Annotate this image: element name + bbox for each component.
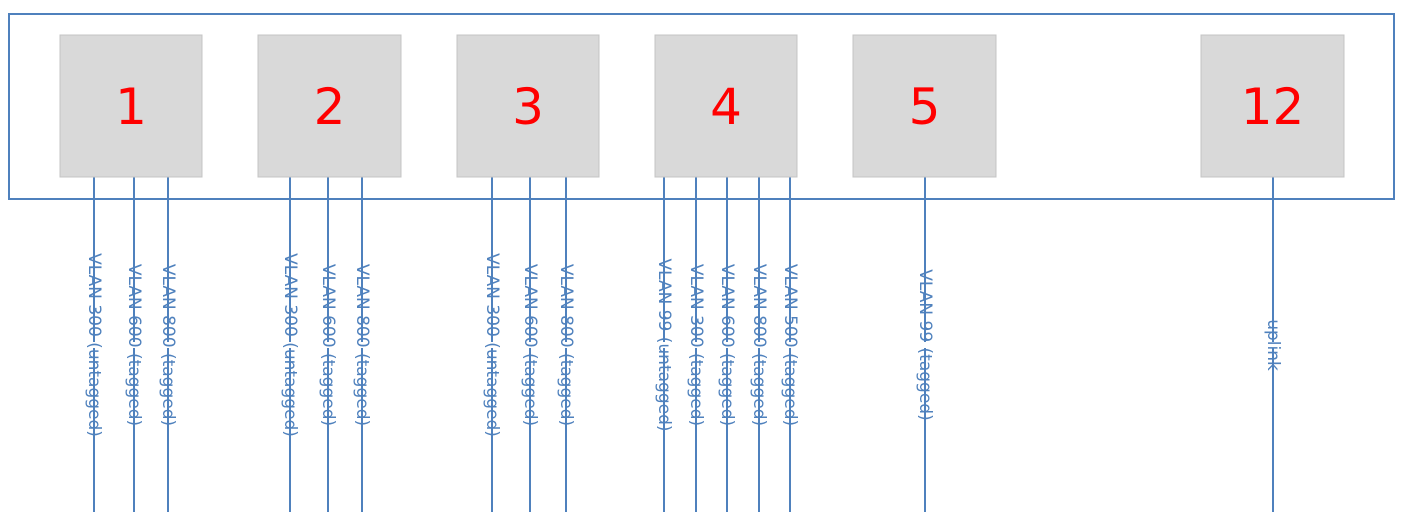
vlan-label: VLAN 600 (tagged) — [318, 264, 338, 426]
vlan-label: VLAN 800 (tagged) — [158, 264, 178, 426]
vlan-label-group: VLAN 99 (untagged) — [654, 258, 674, 431]
port-number-label: 12 — [1241, 78, 1305, 136]
vlan-label-group: VLAN 300 (untagged) — [280, 253, 300, 437]
vlan-label-group: VLAN 500 (tagged) — [780, 264, 800, 426]
port-number-label: 3 — [512, 78, 544, 136]
vlan-label-background — [167, 342, 169, 348]
port-box — [456, 34, 600, 178]
vlan-label-background — [565, 342, 567, 348]
port-number-label: 1 — [115, 78, 147, 136]
vlan-label: VLAN 500 (tagged) — [780, 264, 800, 426]
vlan-label: VLAN 300 (untagged) — [84, 253, 104, 437]
vlan-label-background — [726, 342, 728, 348]
vlan-label-background — [924, 342, 926, 348]
port-box — [654, 34, 798, 178]
vlan-label-background — [695, 342, 697, 348]
port-box — [257, 34, 402, 178]
vlan-label-background — [789, 342, 791, 348]
vlan-label-group: VLAN 300 (tagged) — [686, 264, 706, 426]
vlan-label: VLAN 600 (tagged) — [520, 264, 540, 426]
vlan-label-background — [1272, 342, 1274, 348]
vlan-label-background — [491, 342, 493, 348]
vlan-label-background — [529, 342, 531, 348]
vlan-label: VLAN 800 (tagged) — [749, 264, 769, 426]
vlan-label-background — [93, 342, 95, 348]
vlan-label-background — [289, 342, 291, 348]
vlan-label-background — [327, 342, 329, 348]
vlan-label-group: uplink — [1263, 319, 1283, 371]
port-12: 12 uplink — [1200, 34, 1345, 512]
vlan-label: VLAN 300 (tagged) — [686, 264, 706, 426]
vlan-label-group: VLAN 600 (tagged) — [520, 264, 540, 426]
vlan-label: VLAN 600 (tagged) — [124, 264, 144, 426]
vlan-label-background — [758, 342, 760, 348]
port-number-label: 2 — [314, 78, 346, 136]
vlan-label: uplink — [1263, 319, 1283, 371]
vlan-label-group: VLAN 99 (tagged) — [915, 269, 935, 420]
vlan-label-background — [133, 342, 135, 348]
port-box — [59, 34, 203, 178]
port-number-label: 4 — [710, 78, 742, 136]
vlan-label: VLAN 800 (tagged) — [556, 264, 576, 426]
vlan-label: VLAN 600 (tagged) — [717, 264, 737, 426]
vlan-label-group: VLAN 800 (tagged) — [749, 264, 769, 426]
vlan-label-background — [663, 342, 665, 348]
vlan-label: VLAN 99 (untagged) — [654, 258, 674, 431]
vlan-label-group: VLAN 300 (untagged) — [84, 253, 104, 437]
port-number-label: 5 — [909, 78, 941, 136]
vlan-label: VLAN 99 (tagged) — [915, 269, 935, 420]
vlan-label-group: VLAN 800 (tagged) — [158, 264, 178, 426]
port-box — [852, 34, 997, 178]
vlan-label-group: VLAN 800 (tagged) — [556, 264, 576, 426]
vlan-label: VLAN 300 (untagged) — [482, 253, 502, 437]
port-box — [1200, 34, 1345, 178]
vlan-label-group: VLAN 600 (tagged) — [717, 264, 737, 426]
vlan-label-group: VLAN 300 (untagged) — [482, 253, 502, 437]
vlan-label: VLAN 300 (untagged) — [280, 253, 300, 437]
vlan-label: VLAN 800 (tagged) — [352, 264, 372, 426]
vlan-label-group: VLAN 800 (tagged) — [352, 264, 372, 426]
vlan-label-background — [361, 342, 363, 348]
vlan-label-group: VLAN 600 (tagged) — [124, 264, 144, 426]
vlan-label-group: VLAN 600 (tagged) — [318, 264, 338, 426]
